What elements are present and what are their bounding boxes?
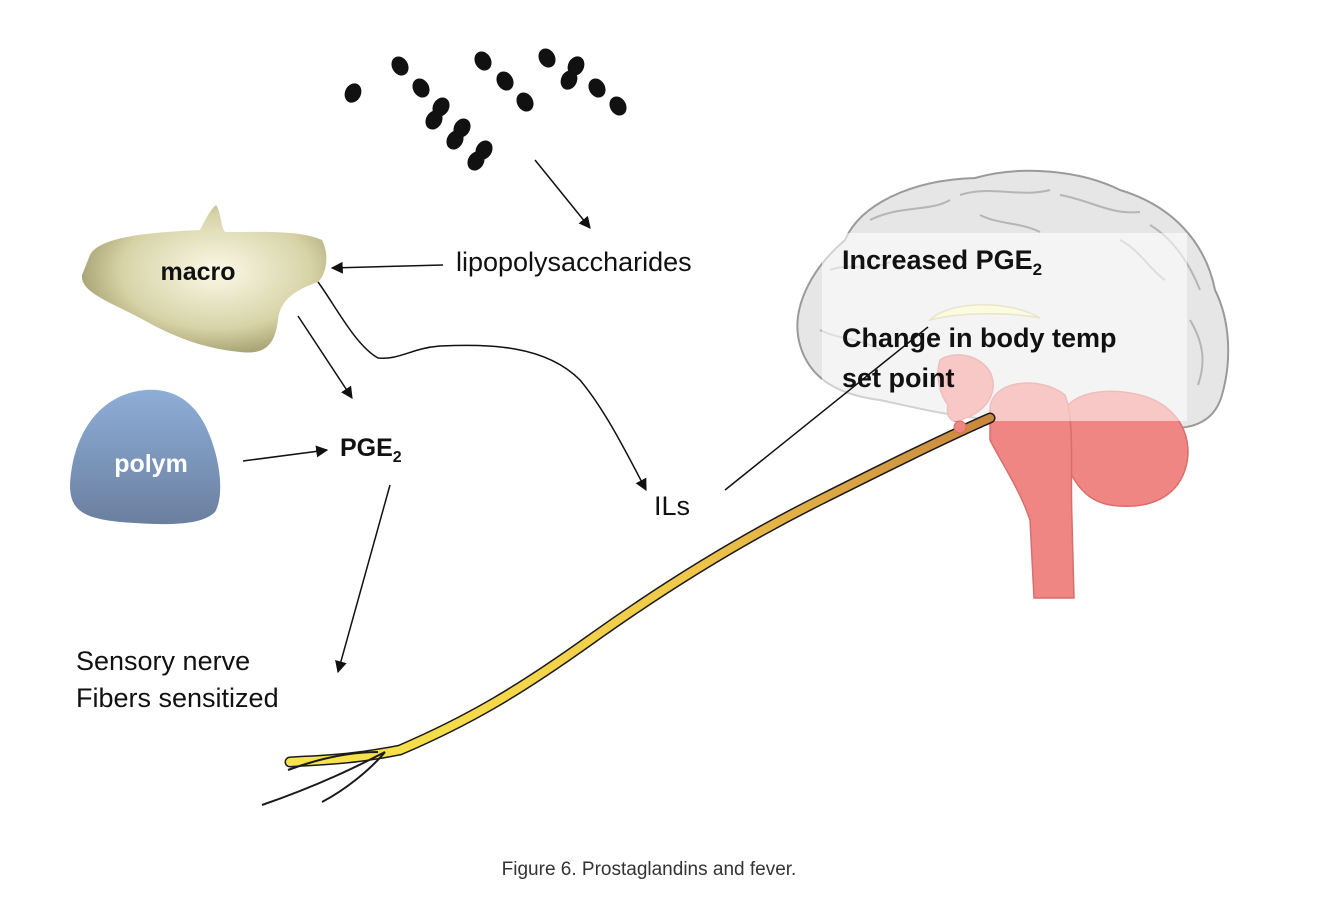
sensory-nerve-fiber bbox=[261, 412, 996, 806]
arrow-macro-to-ils bbox=[317, 281, 647, 492]
sensory-line-2: Fibers sensitized bbox=[76, 683, 279, 713]
ils-label: ILs bbox=[654, 491, 690, 521]
arrow-macro-to-pge bbox=[297, 315, 353, 400]
pge2-subscript: 2 bbox=[393, 449, 402, 466]
arrow-pge-to-sensory bbox=[335, 484, 391, 674]
brain-panel-line1: Increased PGE2 bbox=[842, 245, 1042, 279]
pge2-label: PGE2 bbox=[340, 434, 402, 466]
arrow-lps-to-macro bbox=[330, 261, 444, 274]
macro-label: macro bbox=[160, 258, 235, 286]
arrow-bacteria-to-lps bbox=[534, 159, 591, 229]
line-ils-to-hypothalamus bbox=[724, 326, 929, 491]
sensory-line-1: Sensory nerve bbox=[76, 646, 250, 676]
brain-panel-line2: Change in body temp bbox=[842, 323, 1117, 353]
arrow-polym-to-pge bbox=[242, 445, 329, 462]
nerve-endings bbox=[261, 751, 386, 806]
figure-caption: Figure 6. Prostaglandins and fever. bbox=[502, 859, 797, 880]
brain-panel-line1-subscript: 2 bbox=[1033, 260, 1042, 279]
bacteria-cluster bbox=[344, 48, 627, 171]
brain-text-panel bbox=[822, 233, 1187, 421]
polym-label: polym bbox=[114, 450, 188, 478]
brain-panel-line3: set point bbox=[842, 363, 955, 393]
brain-panel-line1-main: Increased PGE bbox=[842, 245, 1033, 275]
pge2-main: PGE bbox=[340, 434, 393, 462]
connectors bbox=[242, 159, 929, 674]
lipopolysaccharides-label: lipopolysaccharides bbox=[456, 247, 692, 277]
polym-cell: polym bbox=[70, 389, 221, 525]
brain-illustration bbox=[796, 169, 1230, 599]
macrophage-cell: macro bbox=[81, 205, 327, 353]
